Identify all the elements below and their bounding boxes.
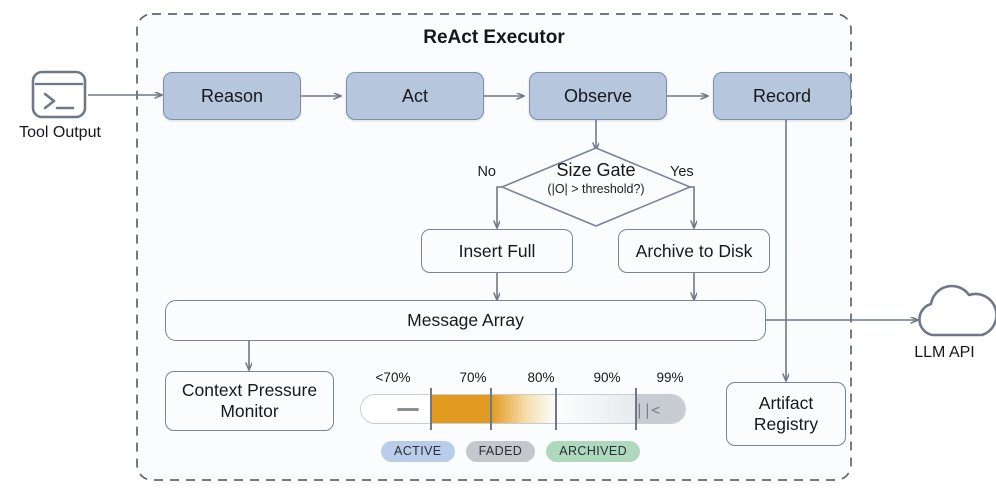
node-insert-full-label: Insert Full bbox=[458, 240, 536, 261]
monitor-label-line2: Monitor bbox=[220, 401, 279, 421]
size-gate-text: Size Gate (|O| > threshold?) bbox=[496, 161, 696, 196]
monitor-label-line1: Context Pressure bbox=[181, 379, 318, 400]
node-act[interactable]: Act bbox=[346, 72, 484, 120]
gauge-archive-glyph: ||< bbox=[634, 401, 660, 419]
gauge-tick-4: 99% bbox=[656, 370, 684, 385]
gauge-tick-1: 70% bbox=[459, 370, 487, 385]
node-message-array[interactable]: Message Array bbox=[165, 300, 766, 341]
node-reason-label: Reason bbox=[200, 85, 264, 106]
gauge-tick-2: 80% bbox=[527, 370, 555, 385]
node-artifact-registry[interactable]: Artifact Registry bbox=[726, 382, 846, 446]
gauge-divider-1 bbox=[430, 388, 432, 430]
node-archive-to-disk-label: Archive to Disk bbox=[635, 240, 753, 261]
node-message-array-label: Message Array bbox=[407, 310, 524, 330]
gauge-low-marker bbox=[397, 408, 419, 411]
size-gate-diamond bbox=[499, 147, 693, 227]
node-record[interactable]: Record bbox=[713, 72, 851, 120]
registry-label-line2: Registry bbox=[753, 414, 819, 434]
node-insert-full[interactable]: Insert Full bbox=[421, 229, 573, 273]
node-observe[interactable]: Observe bbox=[529, 72, 667, 120]
gauge-tick-labels: <70% 70% 80% 90% 99% bbox=[360, 370, 686, 390]
node-context-pressure-monitor[interactable]: Context Pressure Monitor bbox=[165, 371, 334, 431]
branch-label-yes: Yes bbox=[670, 164, 694, 180]
branch-label-no: No bbox=[477, 164, 496, 180]
context-pressure-gauge: <70% 70% 80% 90% 99% ||< bbox=[360, 370, 686, 430]
node-act-label: Act bbox=[401, 85, 428, 106]
legend-item-active[interactable]: ACTIVE bbox=[381, 441, 455, 462]
node-observe-label: Observe bbox=[563, 85, 633, 106]
llm-api-label: LLM API bbox=[914, 344, 975, 361]
cloud-icon bbox=[918, 284, 996, 337]
terminal-icon bbox=[31, 70, 87, 119]
node-archive-to-disk[interactable]: Archive to Disk bbox=[618, 229, 770, 273]
registry-label-line1: Artifact bbox=[758, 392, 814, 413]
node-reason[interactable]: Reason bbox=[163, 72, 301, 120]
gauge-tick-0: <70% bbox=[375, 370, 411, 385]
node-record-label: Record bbox=[752, 85, 812, 106]
size-gate-sublabel: (|O| > threshold?) bbox=[547, 182, 645, 196]
legend-item-faded[interactable]: FADED bbox=[465, 441, 536, 462]
gauge-divider-2 bbox=[490, 388, 492, 430]
size-gate-label: Size Gate bbox=[556, 160, 636, 180]
page-title: ReAct Executor bbox=[423, 27, 565, 48]
gauge-bar[interactable]: ||< bbox=[360, 394, 686, 424]
tool-output-label: Tool Output bbox=[19, 124, 101, 141]
gauge-tick-3: 90% bbox=[593, 370, 621, 385]
gauge-divider-4 bbox=[635, 388, 637, 430]
legend-item-archived[interactable]: ARCHIVED bbox=[546, 441, 641, 462]
gauge-legend: ACTIVE FADED ARCHIVED bbox=[381, 441, 641, 462]
gauge-divider-3 bbox=[555, 388, 557, 430]
